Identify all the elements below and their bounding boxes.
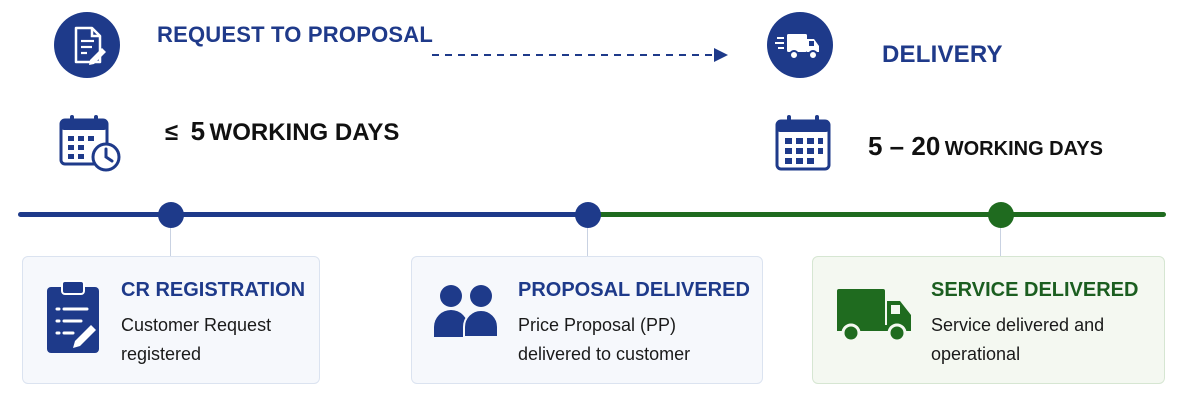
milestone-card-service: SERVICE DELIVERED Service delivered and … xyxy=(812,256,1165,384)
milestone-description-line: registered xyxy=(121,344,202,364)
milestone-title: CR REGISTRATION xyxy=(121,279,306,301)
dashed-arrow xyxy=(432,48,728,62)
milestone-title: PROPOSAL DELIVERED xyxy=(518,279,750,301)
duration-prefix: ≤ xyxy=(165,119,179,146)
duration-value: 5 xyxy=(190,116,206,146)
milestone-description-line: operational xyxy=(931,344,1021,364)
connector xyxy=(170,226,171,256)
users-icon xyxy=(434,285,499,338)
duration-value: 5 – 20 xyxy=(868,131,941,161)
milestone-title: SERVICE DELIVERED xyxy=(931,279,1139,301)
phase-title-delivery: DELIVERY xyxy=(882,41,1003,68)
duration-delivery: 5 – 20 WORKING DAYS xyxy=(868,131,1103,162)
milestone-description: Service delivered and operational xyxy=(931,311,1104,369)
milestone-description-line: Customer Request xyxy=(121,315,272,335)
duration-request: ≤ 5 WORKING DAYS xyxy=(165,116,399,147)
milestone-description-line: delivered to customer xyxy=(518,344,691,364)
timeline-segment-delivery xyxy=(588,212,1166,217)
calendar-icon xyxy=(775,115,831,171)
timeline-node-service xyxy=(988,202,1014,228)
timeline-node-proposal xyxy=(575,202,601,228)
milestone-card-cr: CR REGISTRATION Customer Request registe… xyxy=(22,256,320,384)
timeline-node-cr xyxy=(158,202,184,228)
calendar-clock-icon xyxy=(59,115,121,172)
delivery-truck-icon xyxy=(767,12,833,78)
duration-unit: WORKING DAYS xyxy=(944,138,1103,160)
milestone-card-proposal: PROPOSAL DELIVERED Price Proposal (PP) d… xyxy=(411,256,763,384)
truck-icon xyxy=(837,289,911,343)
phase-title-request: REQUEST TO PROPOSAL xyxy=(157,22,433,47)
milestone-description-line: Price Proposal (PP) xyxy=(518,315,677,335)
document-edit-icon xyxy=(54,12,120,78)
duration-unit: WORKING DAYS xyxy=(209,119,400,146)
milestone-description-line: Service delivered and xyxy=(931,315,1105,335)
milestone-description: Customer Request registered xyxy=(121,311,271,369)
clipboard-edit-icon xyxy=(47,280,99,353)
connector xyxy=(587,226,588,256)
milestone-description: Price Proposal (PP) delivered to custome… xyxy=(518,311,690,369)
timeline-segment-request xyxy=(18,212,588,217)
connector xyxy=(1000,226,1001,256)
